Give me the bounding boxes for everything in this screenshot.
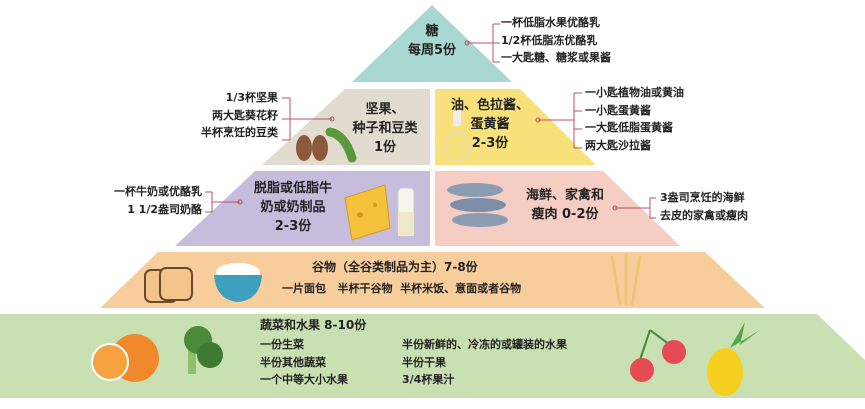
- veg-title: 蔬菜和水果 8-10份: [260, 318, 367, 332]
- rice-bowl-icon: [214, 263, 262, 302]
- milk-bottle-icon: [397, 187, 415, 237]
- fish-icon: [447, 183, 508, 227]
- broccoli-icon: [184, 326, 223, 374]
- orange-icon: [91, 334, 159, 382]
- pineapple-icon: [707, 322, 760, 396]
- veg-notes-left: 一份生菜半份其他蔬菜一个中等大小水果: [260, 338, 348, 386]
- almond-icon: [296, 135, 328, 161]
- oil-bottle-icon: [444, 110, 470, 163]
- oil-notes: 一小匙植物油或黄油一小匙蛋黄酱一大匙低脂蛋黄酱两大匙沙拉酱: [585, 86, 684, 152]
- bread-icon: [144, 267, 193, 303]
- cherry-icon: [630, 329, 686, 382]
- meat-notes: 3盎司烹饪的海鲜去皮的家禽或瘦肉: [660, 191, 748, 222]
- grain-items: 一片面包 半杯干谷物 半杯米饭、意面或者谷物: [282, 282, 522, 295]
- sugar-label: 糖每周5份: [407, 24, 457, 58]
- tier-oil: [435, 89, 596, 165]
- wheat-icon: [610, 254, 642, 306]
- tier-sugar: [352, 5, 512, 82]
- pea-pod-icon: [325, 127, 357, 163]
- cheese-icon: [344, 184, 391, 241]
- meat-label: 海鲜、家禽和瘦肉 0-2份: [525, 188, 604, 222]
- nuts-notes: 1/3杯坚果两大匙葵花籽半杯烹饪的豆类: [201, 91, 278, 139]
- tier-grain: [100, 252, 765, 308]
- connector-lines: [205, 23, 656, 219]
- grain-title: 谷物（全谷类制品为主）7-8份: [312, 260, 478, 274]
